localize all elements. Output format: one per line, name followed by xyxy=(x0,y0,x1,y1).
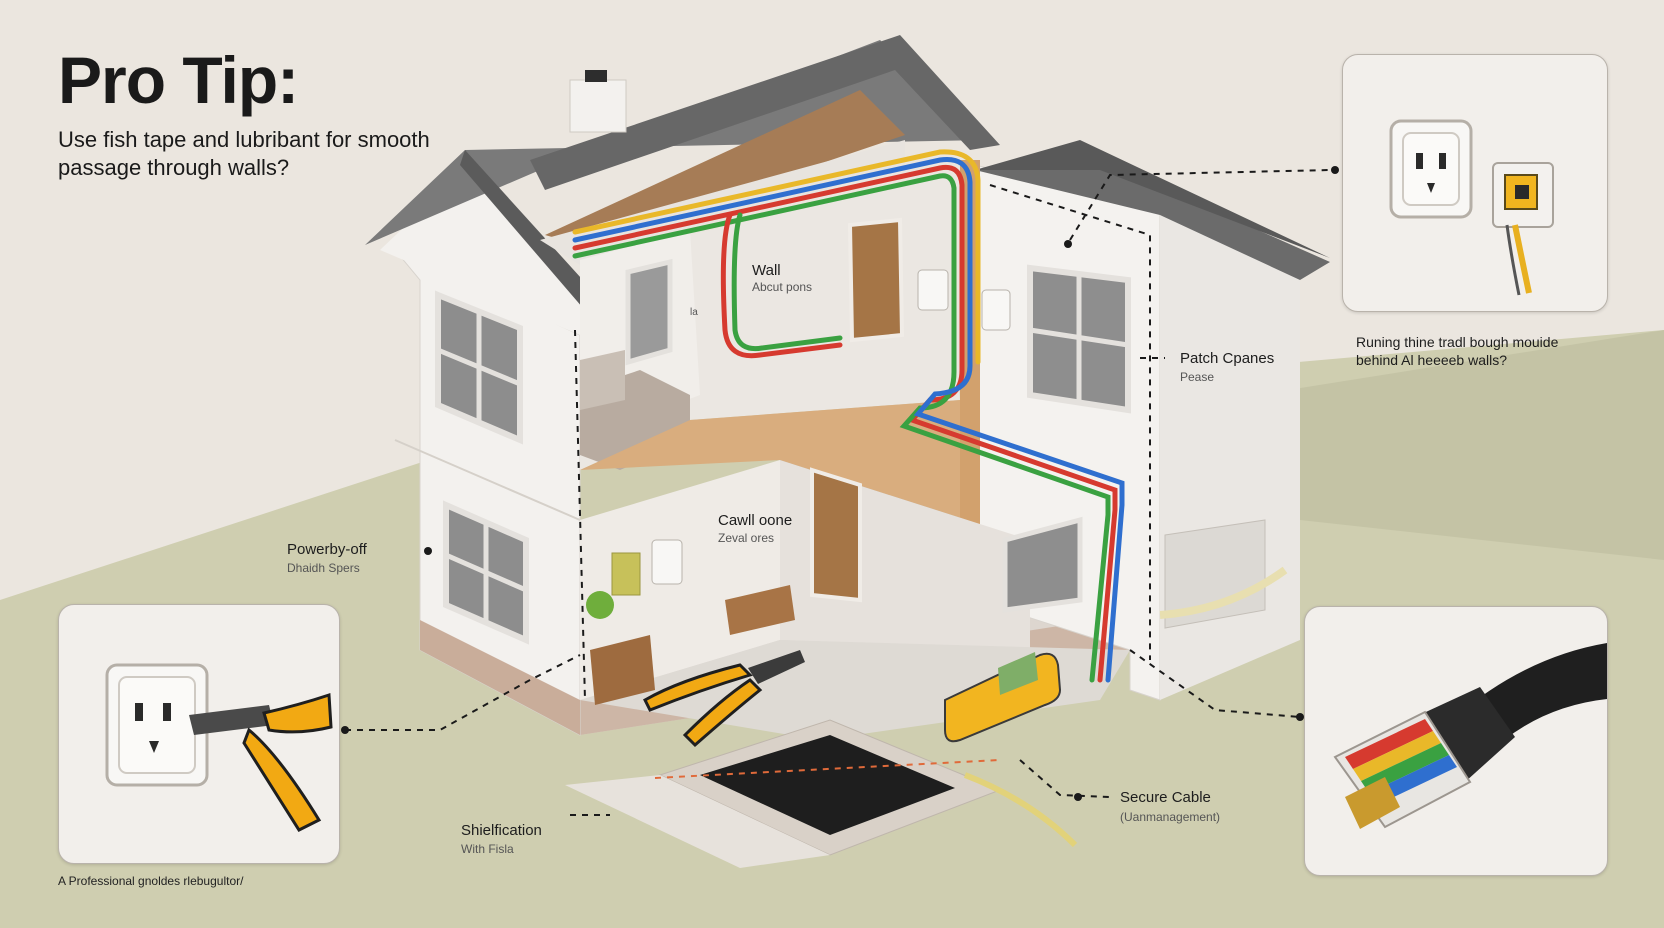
pro-tip-text: Use fish tape and lubribant for smooth p… xyxy=(58,127,430,180)
window-lower-left xyxy=(443,500,529,645)
label-secure-sub: (Uanmanagement) xyxy=(1120,810,1221,824)
window-upper-left xyxy=(435,290,523,445)
ethernet-jack-icon xyxy=(1492,162,1554,228)
inset-pliers-outlet xyxy=(58,604,340,864)
label-secure-title: Secure Cable xyxy=(1120,789,1211,806)
label-running-line1: Runing thine tradl bough mouide xyxy=(1356,334,1559,350)
outlet-icon xyxy=(917,269,949,311)
label-power-title: Powerby-off xyxy=(287,541,367,558)
inset-outlet-closeup xyxy=(1342,54,1608,312)
label-wall-small: la xyxy=(690,307,698,318)
outlet-icon xyxy=(651,539,683,585)
pliers-icon xyxy=(643,650,805,748)
label-shield-sub: With Fisla xyxy=(461,842,514,856)
outlet-icon xyxy=(981,289,1011,331)
label-wall-sub: Abcut pons xyxy=(752,280,813,294)
label-shield-title: Shielfication xyxy=(461,822,542,839)
pliers-icon xyxy=(105,663,333,832)
label-running-line2: behind Al heeeeb walls? xyxy=(1356,352,1508,368)
power-outlet-icon xyxy=(1389,119,1554,296)
cable-tester-icon xyxy=(944,652,1062,743)
window-right xyxy=(1027,264,1131,414)
network-cable-bundle xyxy=(572,149,1125,683)
footer-caption: A Professional gnoldes rlebugultor/ xyxy=(58,874,244,888)
label-wall-title: Wall xyxy=(752,262,781,279)
page-title: Pro Tip: xyxy=(58,43,299,117)
label-patch-title: Patch Cpanes xyxy=(1180,350,1275,367)
inset-rj45-connector xyxy=(1304,606,1608,876)
label-patch-sub: Pease xyxy=(1180,370,1215,384)
label-crawl-title: Cawll oone xyxy=(718,512,793,529)
label-crawl-sub: Zeval ores xyxy=(718,531,775,545)
rj45-connector-icon xyxy=(1333,643,1607,829)
fish-tape-icon xyxy=(963,772,1078,848)
label-power-sub: Dhaidh Spers xyxy=(287,561,360,575)
